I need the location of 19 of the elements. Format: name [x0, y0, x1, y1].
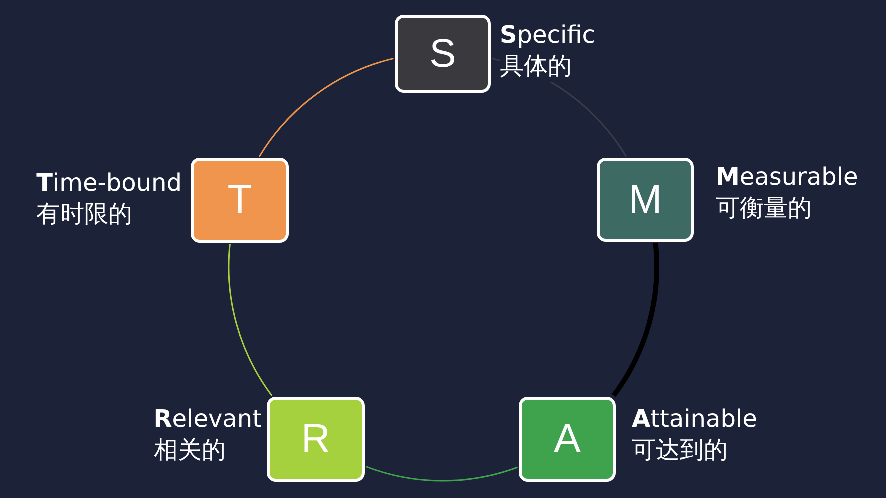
letter-box: A [519, 397, 616, 482]
letter-box: T [191, 158, 289, 243]
letter-box: R [267, 397, 365, 482]
term-label: Relevant [154, 404, 262, 435]
arc-connector [228, 244, 273, 396]
term-label: Time-bound [36, 168, 182, 199]
translation-label: 具体的 [500, 51, 573, 82]
translation-label: 相关的 [154, 435, 227, 466]
term-label: Attainable [632, 404, 758, 435]
arc-connector [258, 58, 394, 158]
term-label: Measurable [716, 162, 858, 193]
arc-connector [366, 466, 518, 482]
translation-label: 有时限的 [36, 199, 134, 230]
letter-box: M [597, 158, 694, 242]
arc-connector [612, 243, 660, 398]
translation-label: 可衡量的 [716, 193, 813, 224]
letter-box: S [395, 15, 491, 93]
translation-label: 可达到的 [632, 435, 729, 466]
term-label: Specific [500, 20, 596, 51]
